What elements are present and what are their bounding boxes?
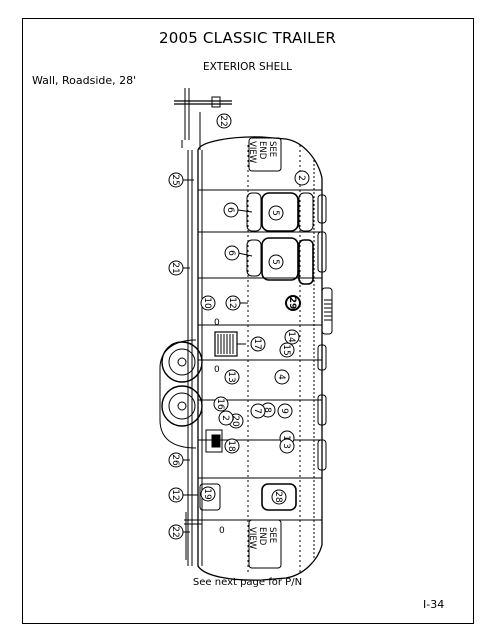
- footer-note: See next page for P/N: [192, 577, 303, 588]
- callout-label-c28: 28: [273, 491, 283, 503]
- callout-circle-c25a: [168, 172, 184, 188]
- callout-label-c25a: 25: [170, 174, 180, 185]
- callout-label-c15: 15: [281, 344, 291, 355]
- callout-label-c4: 4: [276, 374, 286, 380]
- callout-circle-c5b: [268, 254, 284, 270]
- callout-circle-c3: [279, 438, 295, 454]
- callout-label-c2b: 2: [220, 415, 230, 421]
- callout-circle-c17: [250, 336, 266, 352]
- wheels: [159, 339, 203, 449]
- callout-circle-c21: [168, 260, 184, 276]
- callout-circle-c29: [285, 295, 301, 311]
- trailer-body: [187, 136, 333, 581]
- vent-grille: [214, 331, 238, 357]
- see-text-bottom-1: SEE: [267, 527, 277, 543]
- callout-label-c9: 9: [279, 408, 289, 414]
- page-border: [22, 18, 474, 624]
- callout-label-c8: 8: [262, 407, 272, 413]
- callout-circle-c15: [279, 342, 295, 358]
- zero-mark-3: 0: [219, 526, 225, 536]
- callout-circle-c5a: [268, 205, 284, 221]
- page-subtitle: EXTERIOR SHELL: [203, 61, 292, 73]
- callout-label-c26: 26: [170, 454, 180, 466]
- callout-label-c1: 1: [281, 435, 291, 441]
- callout-label-c6b: 6: [226, 250, 236, 256]
- zero-mark-2: 0: [214, 365, 220, 375]
- page-title: 2005 CLASSIC TRAILER: [158, 29, 336, 47]
- callout-label-c13: 13: [226, 371, 236, 382]
- callout-circle-c19: [200, 486, 216, 502]
- callout-circle-c2b: [218, 410, 234, 426]
- callout-circle-c4: [274, 369, 290, 385]
- callout-label-c12b: 12: [170, 489, 180, 500]
- callout-label-c22b: 22: [170, 526, 180, 537]
- windows: [246, 192, 314, 511]
- callout-circle-c26: [168, 452, 184, 468]
- rear-stabilizer: [184, 512, 202, 560]
- callout-circle-c18: [224, 438, 240, 454]
- callout-label-c7: 7: [252, 408, 262, 414]
- zero-mark-1: 0: [214, 318, 220, 328]
- callout-circle-c14: [284, 329, 300, 345]
- end-view-box-bottom: [248, 519, 282, 569]
- callout-circle-c7: [250, 403, 266, 419]
- see-text-bottom-3: VIEW: [247, 527, 257, 550]
- callout-label-c18: 18: [226, 440, 236, 452]
- wall-label: Wall, Roadside, 28': [32, 74, 137, 87]
- callout-label-c5b: 5: [270, 259, 280, 265]
- end-view-box-top: [248, 137, 282, 172]
- see-text-top-1: SEE: [267, 141, 277, 157]
- callout-circle-c6a: [223, 202, 239, 218]
- callout-circle-c13: [224, 369, 240, 385]
- callout-circle-c22a: [216, 113, 232, 129]
- callout-circle-c10: [200, 295, 216, 311]
- hitch-assembly: [174, 88, 232, 150]
- callout-label-c16: 16: [215, 398, 225, 410]
- callout-label-c2a: 2: [296, 175, 306, 181]
- callout-circle-c12a: [225, 295, 241, 311]
- callout-circle-c28: [271, 489, 287, 505]
- callout-label-c21: 21: [170, 262, 180, 273]
- see-end-view-bottom-label: SEE END VIEW: [247, 527, 277, 550]
- page-number: I-34: [423, 598, 445, 611]
- see-end-view-top-label: SEE END VIEW: [247, 141, 277, 164]
- callout-circle-c2a: [294, 170, 310, 186]
- callout-label-c12a: 12: [227, 297, 237, 308]
- see-text-top-3: VIEW: [247, 141, 257, 164]
- callout-label-c22a: 22: [218, 115, 228, 126]
- callout-circle-c6b: [224, 245, 240, 261]
- callout-label-c14: 14: [286, 331, 296, 343]
- callout-label-c29: 29: [287, 297, 297, 310]
- callout-circle-c9: [277, 403, 293, 419]
- callout-label-c5a: 5: [270, 210, 280, 216]
- callout-label-c3: 3: [281, 443, 291, 449]
- callout-label-c20: 20: [230, 415, 240, 427]
- callout-label-c19: 19: [202, 488, 212, 500]
- access-doors: [199, 429, 223, 511]
- see-text-bottom-2: END: [257, 527, 267, 546]
- see-text-top-2: END: [257, 141, 267, 160]
- callout-circle-c12b: [168, 487, 184, 503]
- callout-label-c6a: 6: [225, 207, 235, 213]
- callout-circle-c16: [213, 396, 229, 412]
- callout-label-c10: 10: [202, 297, 212, 309]
- callout-label-c17: 17: [252, 338, 262, 349]
- callout-circle-c22b: [168, 524, 184, 540]
